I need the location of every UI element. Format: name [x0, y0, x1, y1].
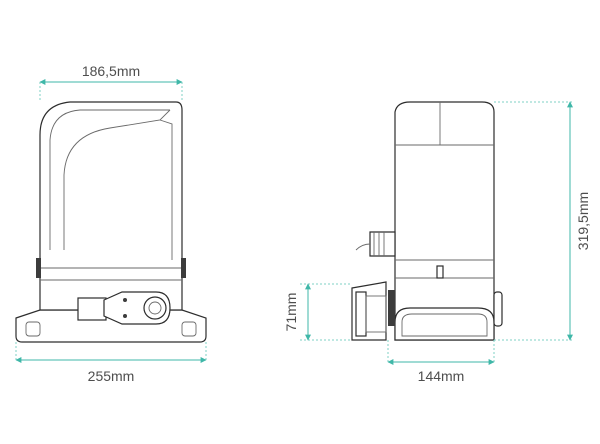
front-cover-curve: [49, 109, 170, 250]
side-base: [394, 307, 495, 341]
side-gear-dimension-label: 71mm: [283, 293, 299, 332]
side-left-tab: [388, 290, 395, 326]
side-width-dimension-label: 144mm: [418, 368, 465, 384]
front-top-dimension-label: 186,5mm: [82, 63, 140, 79]
front-lever-screw-top: [123, 298, 127, 302]
front-base-foot-right: [181, 321, 197, 337]
front-side-tab-right: [181, 258, 186, 278]
side-cable: [355, 243, 371, 251]
side-gear-cover: [365, 295, 387, 333]
side-housing: [394, 101, 495, 341]
side-base-inner: [401, 313, 488, 337]
side-latch: [436, 265, 444, 279]
side-gear-teeth: [355, 291, 367, 337]
front-cover-edge: [159, 119, 173, 260]
front-lever-knob: [143, 296, 167, 320]
side-right-tab: [493, 291, 503, 327]
front-side-tab-left: [36, 258, 41, 278]
front-cover-inner-curve: [63, 109, 171, 250]
front-bottom-dimension-label: 255mm: [88, 368, 135, 384]
front-gear-block: [77, 297, 107, 321]
side-height-dimension-label: 319,5mm: [575, 192, 591, 250]
front-lever-screw-bottom: [123, 314, 127, 318]
front-housing: [39, 101, 183, 311]
front-base-foot-left: [25, 321, 41, 337]
front-view: 186,5mm 255mm: [15, 63, 207, 384]
front-lever-knob-inner: [148, 301, 162, 315]
side-view: 319,5mm 71mm 144mm: [283, 101, 591, 384]
side-cable-gland: [369, 231, 396, 257]
